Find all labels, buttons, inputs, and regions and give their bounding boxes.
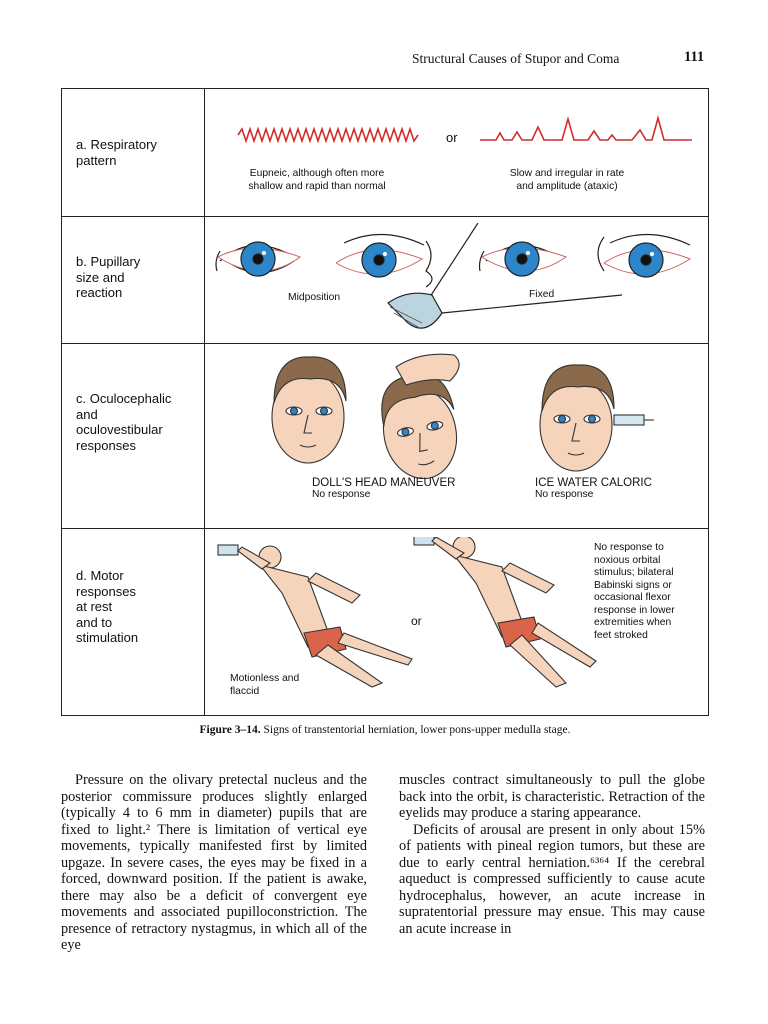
heads-illustration [271,353,654,479]
row-a-label: a. Respiratory pattern [76,137,157,168]
ice-water-title: ICE WATER CALORIC [535,477,652,489]
figure-caption: Figure 3–14. Signs of transtentorial her… [61,724,709,736]
motor-response-illustration [217,537,597,688]
body-column-left: Pressure on the olivary pretectal nucleu… [61,772,367,954]
eupneic-trace-illustration [237,126,419,144]
eupneic-caption: Eupneic, although often more shallow and… [248,168,386,192]
pupils-illustration [215,223,692,329]
midposition-label: Midposition [288,292,341,303]
or-label-respiration: or [446,130,458,145]
row-divider [62,343,708,344]
ataxic-caption: Slow and irregular in rate and amplitude… [509,168,625,192]
ice-water-result: No response [535,489,594,500]
row-divider [62,528,708,529]
row-c-label: c. Oculocephalic and oculovestibular res… [76,391,172,453]
dolls-head-result: No response [312,489,371,500]
figure-caption-label: Figure 3–14. [199,724,261,736]
body-column-right: muscles contract simultaneously to pull … [399,772,705,937]
body-paragraph: Deficits of arousal are present in only … [399,821,705,937]
row-d-label: d. Motor responses at rest and to stimul… [76,568,139,645]
motor-right-caption: No response to noxious orbital stimulus;… [594,542,675,641]
figure-caption-text: Signs of transtentorial herniation, lowe… [260,724,571,736]
figure-box: a. Respiratory pattern b. Pupillary size… [61,88,709,716]
or-label-motor: or [411,614,422,628]
body-paragraph: muscles contract simultaneously to pull … [399,772,705,821]
dolls-head-title: DOLL'S HEAD MANEUVER [312,477,456,489]
column-divider [204,89,205,715]
running-title: Structural Causes of Stupor and Coma [412,51,620,66]
ataxic-trace-illustration [480,114,692,141]
fixed-label: Fixed [529,289,555,300]
motor-left-caption: Motionless and flaccid [230,673,300,697]
body-paragraph: Pressure on the olivary pretectal nucleu… [61,772,367,953]
page-number: 111 [684,49,705,65]
row-divider [62,216,708,217]
row-b-label: b. Pupillary size and reaction [76,254,141,300]
